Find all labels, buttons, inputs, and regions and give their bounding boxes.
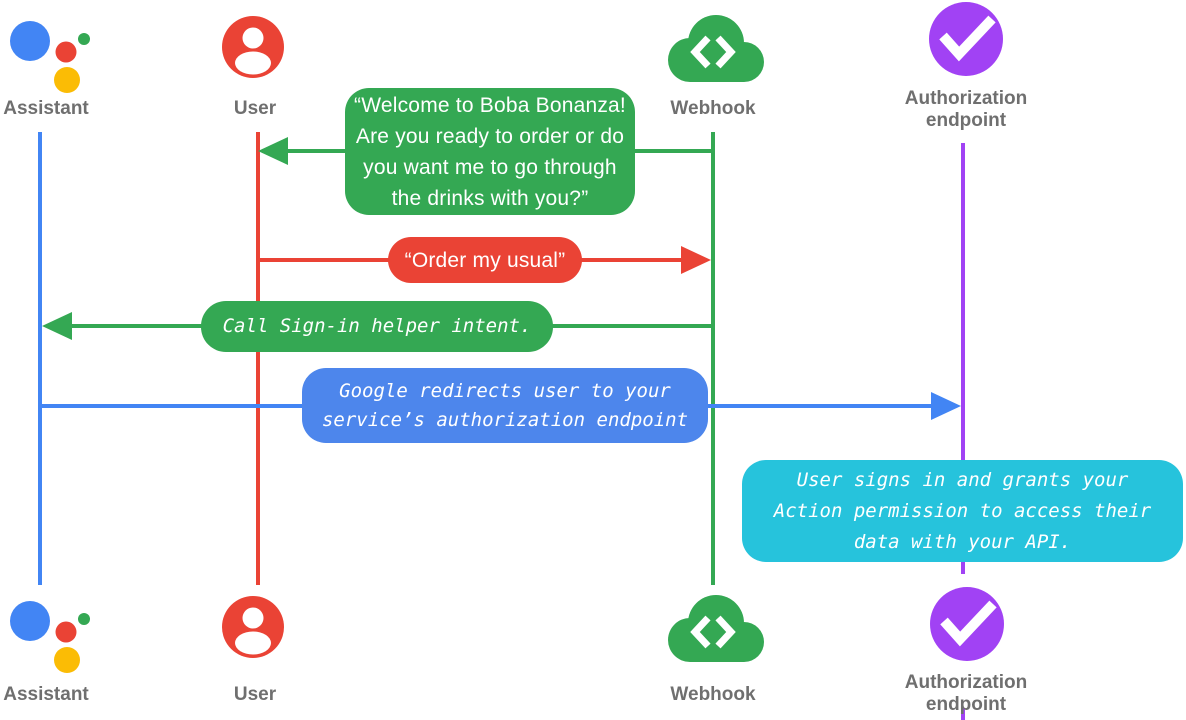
authorization-endpoint-label: Authorization endpoint xyxy=(904,88,1028,131)
welcome-arrowhead-icon xyxy=(258,137,288,165)
google-assistant-icon xyxy=(10,601,90,673)
grant-access-note-bubble: User signs in and grants your Action per… xyxy=(742,460,1183,562)
message-line: service’s authorization endpoint xyxy=(321,408,689,431)
message-line: the drinks with you?” xyxy=(391,186,589,210)
message-line: Call Sign-in helper intent. xyxy=(222,315,532,337)
assistant-label: Assistant xyxy=(3,98,89,119)
welcome-message-bubble: “Welcome to Boba Bonanza! Are you ready … xyxy=(345,88,635,215)
order-arrowhead-icon xyxy=(681,246,711,274)
google-assistant-icon xyxy=(10,21,90,93)
message-line: “Welcome to Boba Bonanza! xyxy=(354,93,626,117)
authorization-endpoint-lifeline xyxy=(961,143,965,574)
message-line: “Order my usual” xyxy=(404,248,566,272)
message-line: data with your API. xyxy=(853,530,1072,553)
message-line: User signs in and grants your xyxy=(796,468,1129,491)
check-circle-icon xyxy=(929,2,1003,76)
webhook-label: Webhook xyxy=(670,684,756,705)
order-message-bubble: “Order my usual” xyxy=(388,237,582,283)
user-label: User xyxy=(233,684,277,705)
user-icon xyxy=(222,596,284,658)
redirect-message-bubble: Google redirects user to your service’s … xyxy=(302,368,708,443)
webhook-lifeline xyxy=(711,132,715,585)
user-lifeline xyxy=(256,132,260,585)
check-circle-icon xyxy=(930,587,1004,661)
message-line: Action permission to access their xyxy=(773,499,1152,522)
assistant-lifeline xyxy=(38,132,42,585)
webhook-label: Webhook xyxy=(670,98,756,119)
signin-helper-bubble: Call Sign-in helper intent. xyxy=(201,301,553,352)
message-line: Google redirects user to your xyxy=(339,379,671,402)
assistant-label: Assistant xyxy=(3,684,89,705)
message-line: you want me to go through xyxy=(363,155,617,179)
cloud-code-icon xyxy=(668,15,764,82)
user-icon xyxy=(222,16,284,78)
authorization-endpoint-lifeline-tick xyxy=(961,708,965,720)
user-label: User xyxy=(233,98,277,119)
message-line: Are you ready to order or do xyxy=(355,124,625,148)
redirect-arrowhead-icon xyxy=(931,392,961,420)
authorization-endpoint-label: Authorization endpoint xyxy=(904,672,1028,715)
cloud-code-icon xyxy=(668,595,764,662)
signin-arrowhead-icon xyxy=(42,312,72,340)
